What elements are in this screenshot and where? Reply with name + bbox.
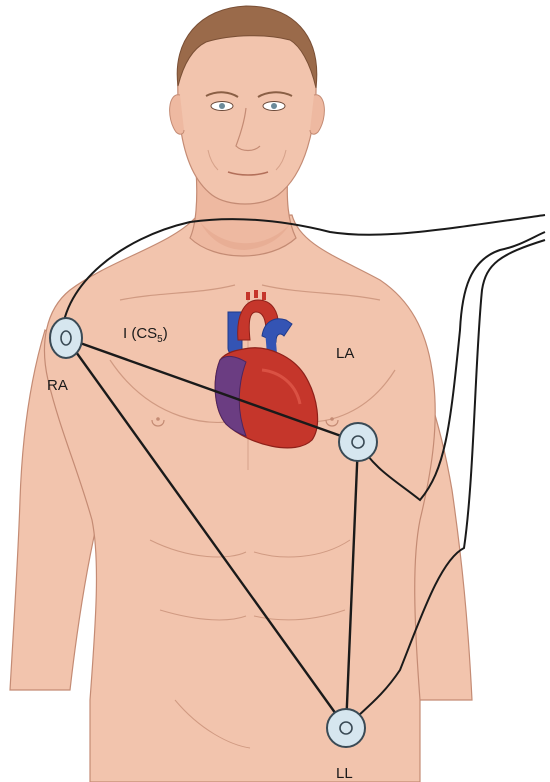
electrode-ring-icon: [339, 423, 377, 461]
lead-label-suffix: ): [163, 325, 168, 342]
ll-label: LL: [336, 765, 353, 782]
ra-label: RA: [47, 377, 68, 394]
electrode-ring-icon: [50, 318, 82, 358]
torso-illustration: [10, 170, 472, 782]
la-label: LA: [336, 345, 354, 362]
ra-electrode: [50, 318, 82, 358]
lead-label-prefix: I (CS: [123, 325, 157, 342]
electrode-ring-icon: [327, 709, 365, 747]
head-illustration: [170, 6, 325, 204]
la-electrode: [339, 423, 377, 461]
ll-electrode: [327, 709, 365, 747]
